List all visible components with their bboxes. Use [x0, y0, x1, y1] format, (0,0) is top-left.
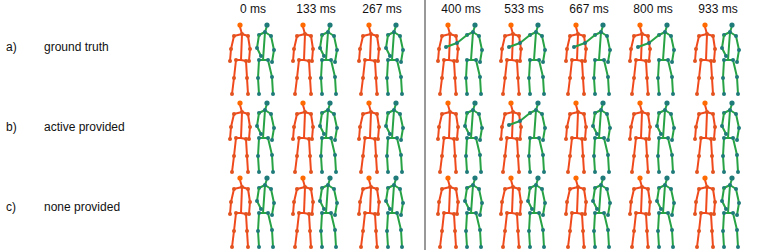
- time-header: 400 ms: [426, 2, 496, 16]
- time-header: 933 ms: [683, 2, 753, 16]
- row-label: ground truth: [44, 40, 109, 54]
- row-letter: a): [6, 40, 17, 54]
- row-letter: c): [6, 200, 16, 214]
- row-active-provided: [228, 100, 741, 174]
- row-letter: b): [6, 120, 17, 134]
- time-header: 533 ms: [489, 2, 559, 16]
- row-label: active provided: [44, 120, 125, 134]
- time-header: 133 ms: [281, 2, 351, 16]
- divider-line: [425, 0, 426, 250]
- row-ground-truth: [228, 22, 741, 96]
- row-none-provided: [228, 175, 741, 249]
- row-label: none provided: [44, 200, 120, 214]
- time-header: 667 ms: [554, 2, 624, 16]
- time-header: 800 ms: [618, 2, 688, 16]
- time-header: 0 ms: [218, 2, 288, 16]
- time-header: 267 ms: [347, 2, 417, 16]
